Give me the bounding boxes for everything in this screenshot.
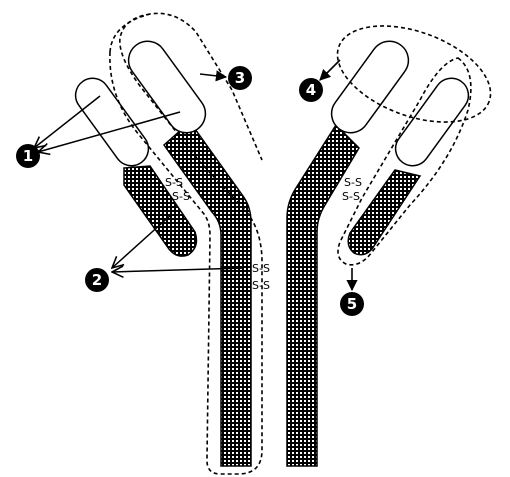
callout-3-number: 3 — [235, 69, 245, 87]
callout-4-number: 4 — [306, 81, 316, 99]
callout-4-badge: 4 — [299, 78, 323, 102]
callout-5-badge: 5 — [340, 292, 364, 316]
callout-4-arrow — [320, 60, 340, 80]
disulfide-label-hinge-lower: S-S — [252, 279, 270, 292]
disulfide-label-hinge-upper: S-S — [252, 262, 270, 275]
disulfide-label-right-lower: S-S — [342, 190, 360, 203]
callout-2-badge: 2 — [85, 268, 109, 292]
callout-5-number: 5 — [347, 295, 357, 313]
left-light-constant-region — [124, 166, 196, 256]
disulfide-label-right-upper: S-S — [344, 176, 362, 189]
disulfide-label-left-upper: S-S — [165, 176, 183, 189]
callout-1-badge: 1 — [16, 144, 40, 168]
disulfide-label-left-lower: S-S — [172, 190, 190, 203]
callout-3-badge: 3 — [228, 66, 252, 90]
callout-2-number: 2 — [92, 271, 102, 289]
callout-1-number: 1 — [23, 147, 33, 165]
